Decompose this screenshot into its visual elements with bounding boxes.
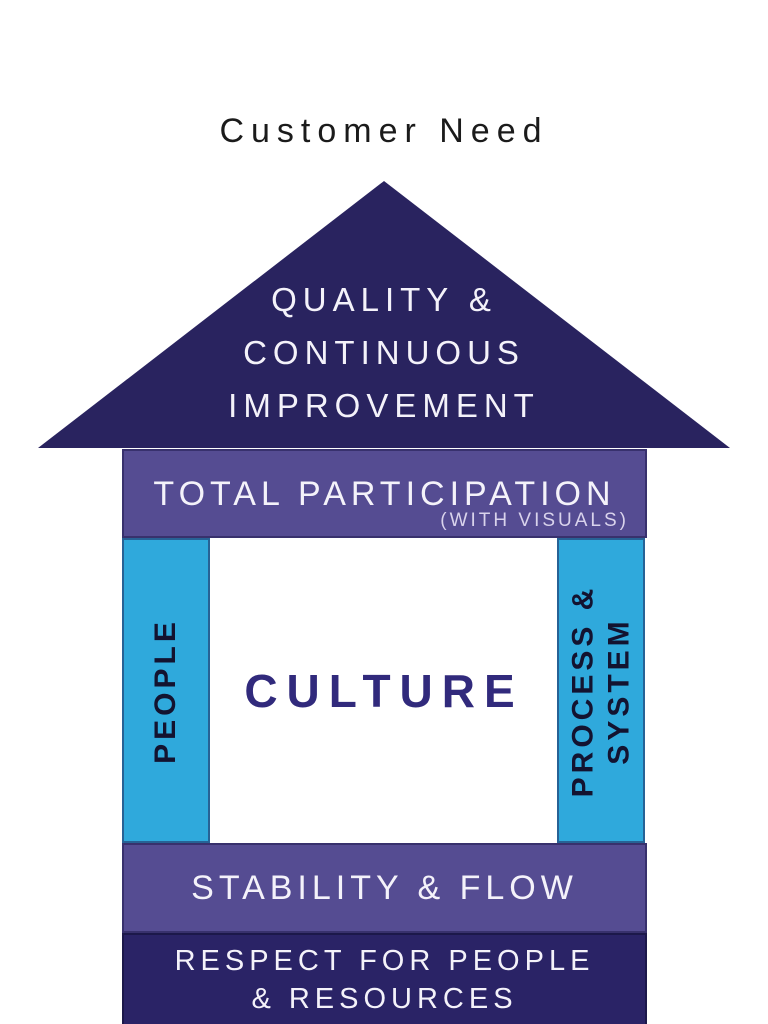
process-system-line-2: SYSTEM [602,616,635,765]
respect-foundation: RESPECT FOR PEOPLE & RESOURCES [122,933,647,1024]
with-visuals-sublabel: (WITH VISUALS) [440,510,629,531]
respect-foundation-line-2: & RESOURCES [251,982,518,1015]
respect-foundation-line-1: RESPECT FOR PEOPLE [174,944,595,977]
customer-need-title: Customer Need [219,112,549,150]
roof-triangle: QUALITY & CONTINUOUS IMPROVEMENT [38,181,730,448]
total-participation-label: TOTAL PARTICIPATION [153,475,616,513]
culture-label: CULTURE [244,664,524,717]
total-participation-beam: TOTAL PARTICIPATION (WITH VISUALS) [122,449,647,538]
process-system-pillar: PROCESS & SYSTEM [557,538,645,843]
process-system-pillar-label: PROCESS & SYSTEM [565,584,637,797]
people-pillar-label: PEOPLE [149,617,183,764]
people-pillar: PEOPLE [122,538,210,843]
roof-label-line-2: CONTINUOUS [243,334,525,371]
stability-flow-beam: STABILITY & FLOW [122,843,647,933]
process-system-line-1: PROCESS & [566,584,599,797]
roof-label-line-1: QUALITY & [271,281,497,318]
culture-core: CULTURE [210,538,558,843]
roof-label: QUALITY & CONTINUOUS IMPROVEMENT [38,273,730,432]
stability-flow-label: STABILITY & FLOW [191,868,578,907]
roof-label-line-3: IMPROVEMENT [228,387,540,424]
